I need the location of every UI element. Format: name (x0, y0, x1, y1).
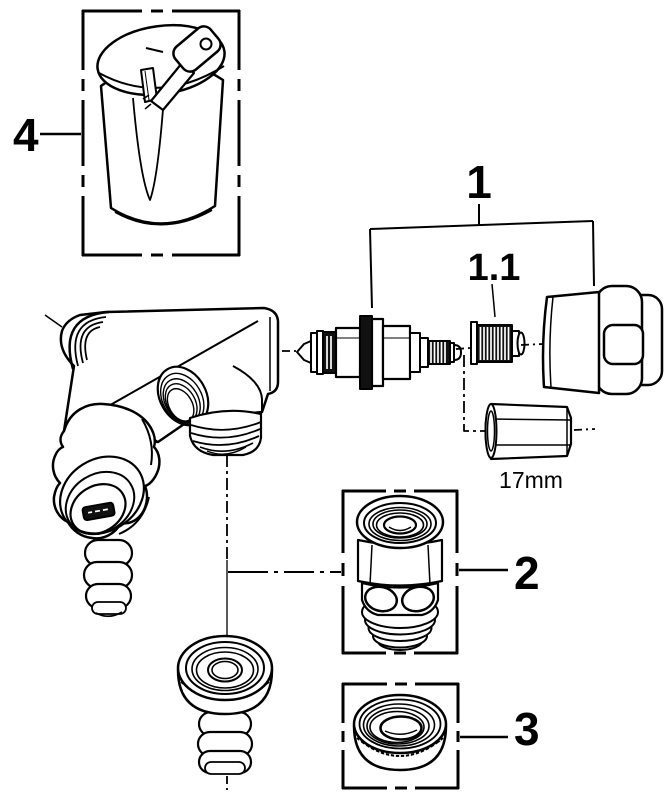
ring-thread (185, 641, 265, 695)
cartridge-sleeve (381, 324, 412, 381)
callout-bracket-1 (369, 204, 595, 318)
callout-2-label: 2 (514, 547, 540, 599)
part2-hose-coupling (355, 494, 445, 651)
callout-1-1-label: 1.1 (468, 247, 521, 289)
callout-3-label: 3 (514, 703, 540, 755)
part2-boundary-box (341, 489, 459, 655)
handle-face (69, 483, 127, 535)
thread-line (44, 314, 63, 328)
centerlines (226, 343, 596, 794)
hex-socket-17mm (484, 402, 573, 461)
keyhole-slot (145, 47, 164, 53)
ringnut-thread (369, 710, 425, 744)
ring-thread (195, 651, 255, 689)
inlet-thread-port (44, 310, 110, 370)
bracket-bar (369, 220, 594, 230)
ring-thread (191, 646, 259, 692)
o-ring (322, 331, 337, 374)
coupling-cutout (363, 585, 399, 613)
cap-rim-line (549, 296, 554, 388)
bracket-drop-right (592, 220, 595, 287)
coupling-hole-detail (388, 526, 412, 532)
barb-end (204, 761, 246, 775)
bracket-drop-left (369, 228, 373, 309)
coupling-thread-top (372, 509, 428, 539)
face-knurl-shadow (118, 496, 150, 535)
cap-cylinder (541, 290, 601, 395)
part1-cartridge (296, 315, 462, 390)
part1-chrome-cap (541, 284, 664, 396)
cover-base-band (114, 209, 213, 226)
key-teeth (142, 94, 152, 110)
ringnut-hole (379, 715, 423, 741)
part4-boundary-box (81, 9, 241, 257)
cartridge-step (409, 332, 421, 373)
handle-knob (51, 402, 161, 540)
part4-cover-with-key (96, 23, 226, 226)
body-edge (104, 320, 259, 409)
ringnut-thread (366, 707, 430, 745)
socket-opening-inner (486, 410, 496, 452)
axis-line (520, 343, 544, 346)
valve-body (44, 306, 280, 618)
callout-1-label: 1 (466, 156, 492, 208)
part3-ring-nut (352, 693, 448, 772)
callout-4-label: 4 (13, 109, 39, 161)
coupling-thread-top (363, 502, 437, 544)
ringnut-thread (358, 698, 442, 750)
cartridge-body (334, 326, 362, 379)
cartridge-flange (359, 315, 373, 390)
hose-connector (176, 634, 274, 775)
cap-center-boss (602, 323, 645, 366)
outlet-thread-port (188, 409, 263, 457)
socket-body (484, 402, 573, 461)
cartridge-collar (419, 337, 429, 368)
coupling-cutout (400, 585, 436, 613)
coupling-thread-top (375, 512, 425, 538)
cartridge-tip (296, 340, 312, 364)
brand-logo-mark (81, 501, 116, 522)
cartridge-spline-stem (427, 340, 451, 365)
elbow-axis-line (463, 355, 485, 432)
part3-boundary-box (341, 682, 460, 790)
key-bow-hole (199, 37, 213, 51)
cover-highlight (132, 95, 165, 201)
ringnut-hole-detail (384, 729, 418, 735)
ringnut-thread (362, 703, 436, 747)
handle-hose-barb (82, 538, 134, 618)
handle-face-ring-inner (64, 470, 136, 536)
coupling-thread-top (368, 506, 432, 542)
key-bow (172, 25, 222, 73)
axis-line (573, 428, 596, 431)
adapter-end (516, 331, 526, 356)
part1-1-spline-adapter (470, 321, 526, 365)
key-blade (149, 61, 196, 112)
body-fold (232, 365, 263, 412)
stem-end (453, 344, 462, 361)
cartridge-flange (370, 317, 385, 388)
ring-hole-inner (211, 660, 239, 680)
axis-line (455, 347, 471, 350)
size-label-17mm: 17mm (499, 467, 563, 493)
grip-knurl-shadow (141, 418, 153, 466)
callout-1-1-stem (491, 283, 496, 318)
